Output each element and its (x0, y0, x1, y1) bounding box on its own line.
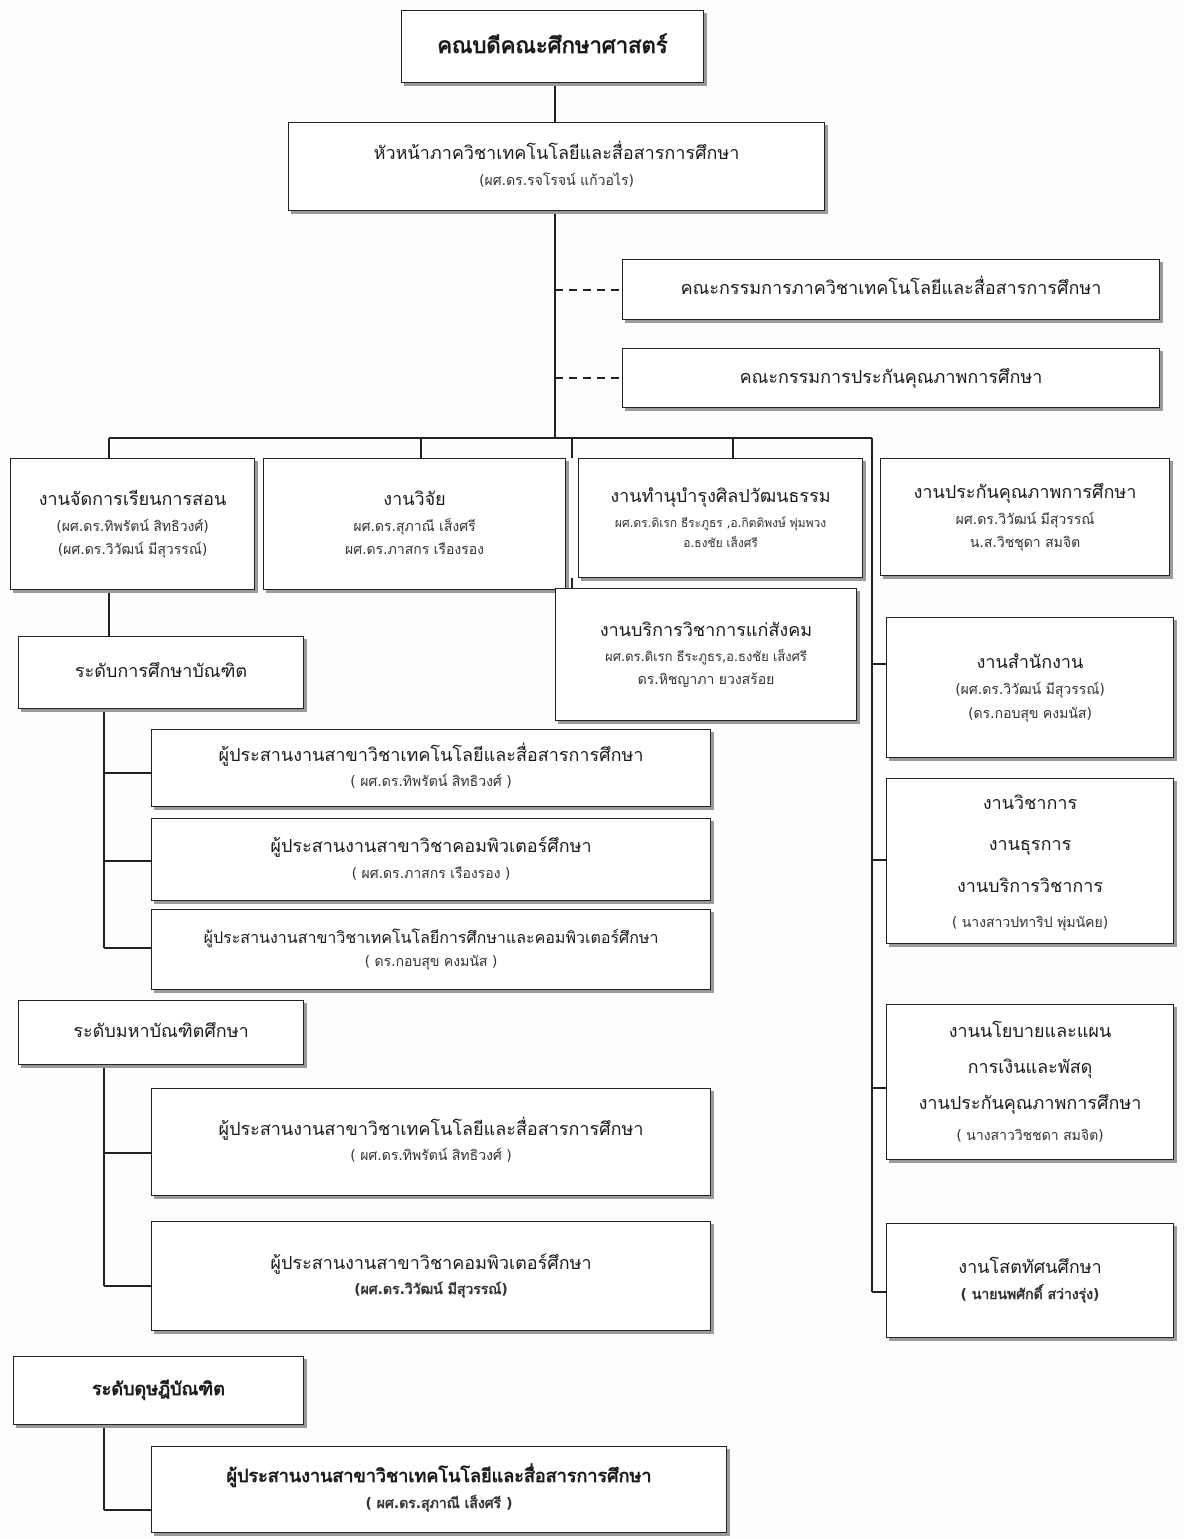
dean-box: คณบดีคณะศึกษาศาสตร์ (401, 10, 704, 83)
bachelor-coordinator-ets-box: ผู้ประสานงานสาขาวิชาเทคโนโลยีและสื่อสารก… (151, 729, 711, 807)
research-person-1: ผศ.ดร.สุภาณี เส็งศรี (353, 518, 476, 535)
teaching-management-person-2: (ผศ.ดร.วิวัฒน์ มีสุวรรณ์) (57, 542, 208, 559)
department-committee-title: คณะกรรมการภาควิชาเทคโนโลยีและสื่อสารการศ… (680, 278, 1102, 300)
master-coordinator-cs-name: (ผศ.ดร.วิวัฒน์ มีสุวรรณ์) (354, 1282, 508, 1299)
doctoral-level-box: ระดับดุษฎีบัณฑิต (13, 1356, 304, 1425)
finance-supplies-label: การเงินและพัสดุ (967, 1057, 1093, 1078)
policy-planning-box: งานนโยบายและแผน การเงินและพัสดุ งานประกั… (886, 1004, 1174, 1160)
office-title: งานสำนักงาน (976, 652, 1084, 674)
department-head-name: (ผศ.ดร.รจโรจน์ แก้วอไร) (479, 172, 634, 189)
academic-admin-box: งานวิชาการ งานธุรการ งานบริการวิชาการ ( … (886, 778, 1174, 944)
culture-box: งานทำนุบำรุงศิลปวัฒนธรรม ผศ.ดร.ดิเรก ธีร… (578, 458, 863, 578)
bachelor-coordinator-cs-box: ผู้ประสานงานสาขาวิชาคอมพิวเตอร์ศึกษา ( ผ… (151, 818, 711, 901)
culture-title: งานทำนุบำรุงศิลปวัฒนธรรม (610, 486, 831, 508)
quality-assurance-person-1: ผศ.ดร.วิวัฒน์ มีสุวรรณ์ (955, 511, 1095, 528)
master-coordinator-cs-title: ผู้ประสานงานสาขาวิชาคอมพิวเตอร์ศึกษา (270, 1252, 592, 1274)
academic-affairs-label: งานวิชาการ (982, 792, 1078, 814)
bachelor-coordinator-etcs-box: ผู้ประสานงานสาขาวิชาเทคโนโลยีการศึกษาและ… (151, 909, 711, 990)
master-coordinator-ets-box: ผู้ประสานงานสาขาวิชาเทคโนโลยีและสื่อสารก… (151, 1088, 711, 1196)
audiovisual-person: ( นายนพศักดิ์ สว่างรุ่ง) (960, 1286, 1100, 1303)
master-coordinator-ets-title: ผู้ประสานงานสาขาวิชาเทคโนโลยีและสื่อสารก… (218, 1118, 644, 1140)
doctoral-coordinator-ets-box: ผู้ประสานงานสาขาวิชาเทคโนโลยีและสื่อสารก… (151, 1446, 727, 1533)
bachelor-coordinator-etcs-title: ผู้ประสานงานสาขาวิชาเทคโนโลยีการศึกษาและ… (203, 928, 659, 947)
bachelor-coordinator-cs-title: ผู้ประสานงานสาขาวิชาคอมพิวเตอร์ศึกษา (270, 836, 592, 858)
doctoral-coordinator-ets-title: ผู้ประสานงานสาขาวิชาเทคโนโลยีและสื่อสารก… (226, 1466, 652, 1488)
quality-assurance-work-label: งานประกันคุณภาพการศึกษา (918, 1093, 1142, 1114)
academic-admin-person: ( นางสาวปทาริป พุ่มนัคย) (951, 914, 1109, 931)
teaching-management-person-1: (ผศ.ดร.ทิพรัตน์ สิทธิวงศ์) (56, 518, 209, 535)
office-box: งานสำนักงาน (ผศ.ดร.วิวัฒน์ มีสุวรรณ์) (ด… (886, 617, 1174, 758)
office-person-1: (ผศ.ดร.วิวัฒน์ มีสุวรรณ์) (955, 682, 1105, 698)
master-coordinator-cs-box: ผู้ประสานงานสาขาวิชาคอมพิวเตอร์ศึกษา (ผศ… (151, 1221, 711, 1331)
department-committee-box: คณะกรรมการภาควิชาเทคโนโลยีและสื่อสารการศ… (622, 259, 1160, 320)
general-admin-label: งานธุรการ (988, 834, 1072, 856)
doctoral-level-label: ระดับดุษฎีบัณฑิต (92, 1379, 225, 1401)
policy-planning-person: ( นางสาววิชชดา สมจิต) (956, 1128, 1104, 1144)
bachelor-coordinator-ets-title: ผู้ประสานงานสาขาวิชาเทคโนโลยีและสื่อสารก… (218, 744, 644, 766)
culture-person-2: อ.ธงชัย เส็งศรี (683, 536, 758, 551)
quality-assurance-box: งานประกันคุณภาพการศึกษา ผศ.ดร.วิวัฒน์ มี… (880, 458, 1170, 576)
research-person-2: ผศ.ดร.ภาสกร เรืองรอง (345, 542, 484, 559)
bachelor-coordinator-ets-name: ( ผศ.ดร.ทิพรัตน์ สิทธิวงศ์ ) (350, 774, 512, 791)
quality-assurance-title: งานประกันคุณภาพการศึกษา (913, 481, 1137, 503)
bachelor-coordinator-cs-name: ( ผศ.ดร.ภาสกร เรืองรอง ) (351, 865, 511, 882)
policy-planning-label: งานนโยบายและแผน (948, 1021, 1112, 1042)
teaching-management-title: งานจัดการเรียนการสอน (38, 488, 227, 510)
office-person-2: (ดร.กอบสุข คงมนัส) (968, 705, 1092, 722)
research-title: งานวิจัย (383, 488, 446, 510)
master-coordinator-ets-name: ( ผศ.ดร.ทิพรัตน์ สิทธิวงศ์ ) (350, 1148, 512, 1165)
teaching-management-box: งานจัดการเรียนการสอน (ผศ.ดร.ทิพรัตน์ สิท… (10, 458, 255, 590)
department-head-title: หัวหน้าภาควิชาเทคโนโลยีและสื่อสารการศึกษ… (373, 143, 740, 165)
department-head-box: หัวหน้าภาควิชาเทคโนโลยีและสื่อสารการศึกษ… (288, 122, 825, 211)
quality-committee-title: คณะกรรมการประกันคุณภาพการศึกษา (739, 366, 1043, 388)
dean-title: คณบดีคณะศึกษาศาสตร์ (437, 33, 668, 59)
master-level-box: ระดับมหาบัณฑิตศึกษา (18, 1000, 304, 1065)
quality-committee-box: คณะกรรมการประกันคุณภาพการศึกษา (622, 348, 1160, 408)
academic-service-person-2: ดร.หิชญาภา ยวงสร้อย (637, 671, 775, 688)
bachelor-coordinator-etcs-name: ( ดร.กอบสุข คงมนัส ) (364, 954, 498, 971)
bachelor-level-label: ระดับการศึกษาบัณฑิต (74, 661, 248, 683)
bachelor-level-box: ระดับการศึกษาบัณฑิต (18, 636, 304, 709)
academic-service-person-1: ผศ.ดร.ดิเรก ธีระภูธร,อ.ธงชัย เส็งศรี (605, 649, 807, 665)
academic-service-box: งานบริการวิชาการแก่สังคม ผศ.ดร.ดิเรก ธีร… (555, 588, 857, 721)
culture-person-1: ผศ.ดร.ดิเรก ธีระภูธร ,อ.กิตติพงษ์ พุ่มพว… (614, 515, 827, 530)
research-box: งานวิจัย ผศ.ดร.สุภาณี เส็งศรี ผศ.ดร.ภาสก… (263, 458, 566, 590)
academic-services-label: งานบริการวิชาการ (956, 875, 1104, 897)
academic-service-title: งานบริการวิชาการแก่สังคม (599, 620, 813, 642)
master-level-label: ระดับมหาบัณฑิตศึกษา (73, 1021, 249, 1043)
doctoral-coordinator-ets-name: ( ผศ.ดร.สุภาณี เส็งศรี ) (365, 1495, 513, 1512)
audiovisual-box: งานโสตทัศนศึกษา ( นายนพศักดิ์ สว่างรุ่ง) (886, 1223, 1174, 1338)
quality-assurance-person-2: น.ส.วิชชุดา สมจิต (969, 535, 1081, 552)
audiovisual-title: งานโสตทัศนศึกษา (958, 1257, 1102, 1279)
